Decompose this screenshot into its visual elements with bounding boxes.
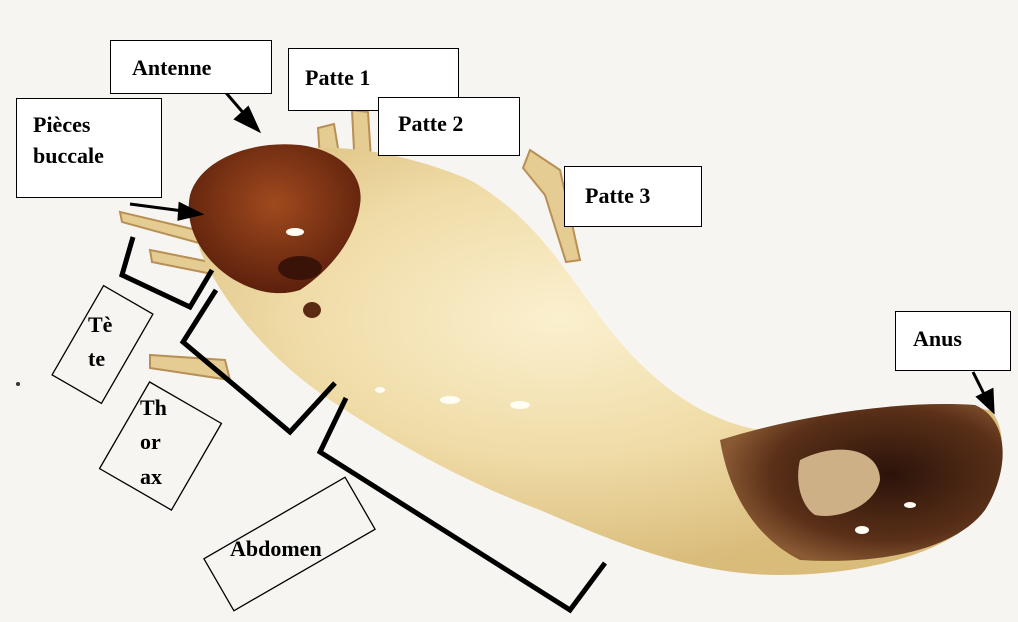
label-thorax-line2: or [140, 429, 190, 455]
label-tete-line2: te [88, 346, 128, 372]
label-anus: Anus [895, 311, 1011, 371]
label-patte-3: Patte 3 [564, 166, 702, 227]
label-pieces-line1: Pièces [33, 112, 161, 138]
label-pieces-line2: buccale [33, 143, 161, 169]
label-tete-line1: Tè [88, 312, 128, 338]
head-spot-small [303, 302, 321, 318]
arrow-pieces [130, 204, 183, 211]
arrow-anus [973, 372, 985, 396]
label-patte-2: Patte 2 [378, 97, 520, 156]
label-thorax-line1: Th [140, 395, 190, 421]
background-speck [16, 382, 20, 386]
label-thorax-line3: ax [140, 464, 190, 490]
label-thorax: Th or ax [140, 395, 190, 490]
head-spot [278, 256, 322, 280]
label-antenne: Antenne [110, 40, 272, 94]
label-abdomen: Abdomen [230, 536, 322, 562]
label-pieces-buccale: Pièces buccale [16, 98, 162, 198]
label-tete: Tè te [88, 312, 128, 373]
